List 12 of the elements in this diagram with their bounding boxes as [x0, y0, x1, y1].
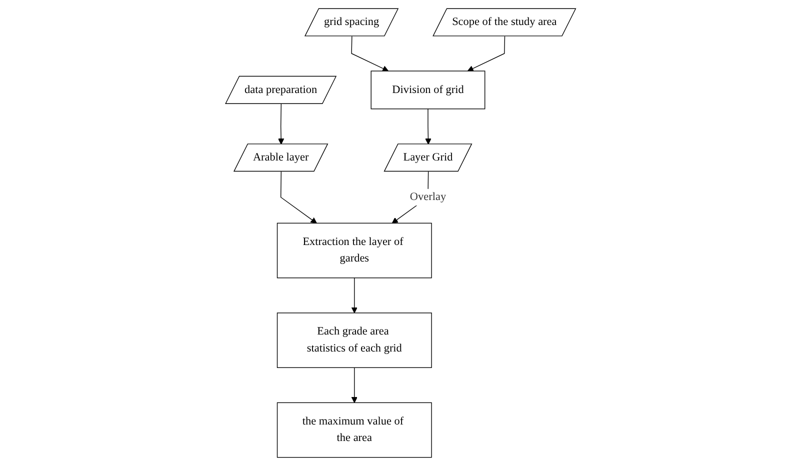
arrow: [278, 104, 284, 145]
edge-label: Overlay: [410, 190, 446, 203]
node-box: Each grade area statistics of each grid: [276, 312, 432, 368]
node-box: the maximum value of the area: [276, 402, 432, 458]
arrow: [351, 36, 388, 72]
node-box: Division of grid: [370, 70, 486, 110]
arrow: [351, 278, 358, 314]
arrow: [351, 367, 358, 403]
arrow: [425, 108, 432, 145]
arrow: [280, 171, 317, 224]
arrow: [467, 36, 505, 72]
node-box: Extraction the layer of gardes: [276, 222, 432, 278]
